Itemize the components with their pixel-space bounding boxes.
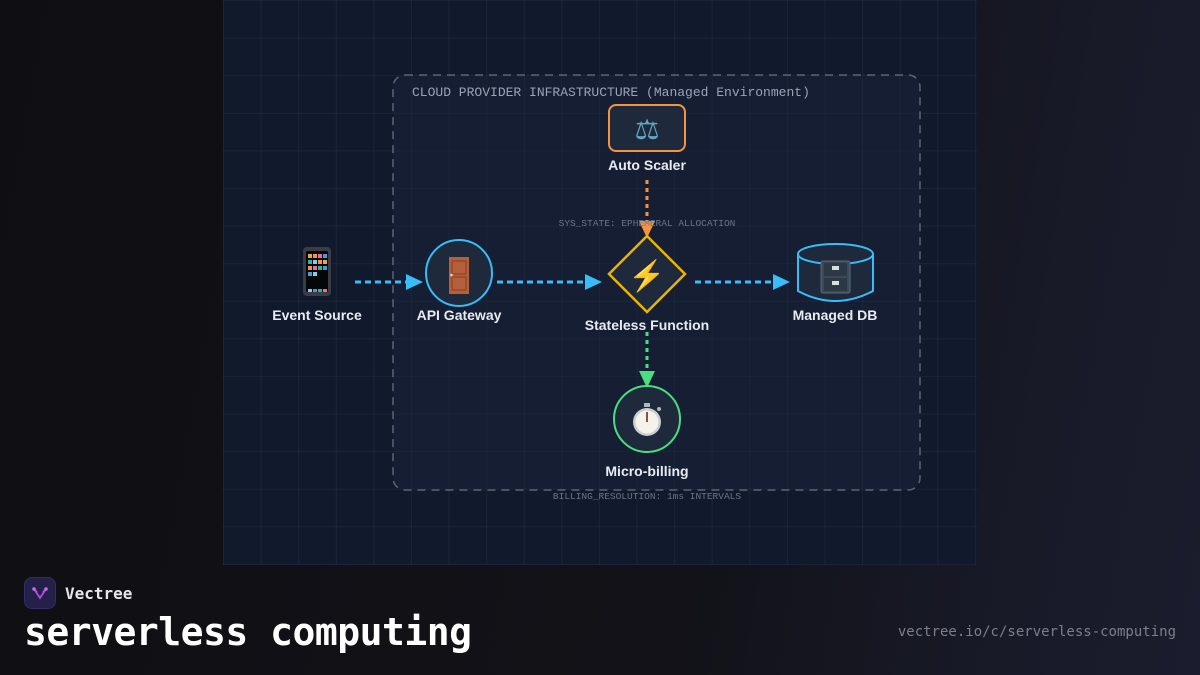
svg-text:API Gateway: API Gateway	[417, 307, 502, 323]
vectree-logo-icon	[32, 587, 48, 600]
svg-text:Auto Scaler: Auto Scaler	[608, 157, 686, 173]
arrow-scaler-to-function	[639, 180, 655, 238]
arrow-event-to-gateway	[355, 274, 423, 290]
door-icon	[449, 257, 469, 294]
svg-text:Event Source: Event Source	[272, 307, 362, 323]
arrow-function-to-billing	[639, 332, 655, 388]
node-stateless-function[interactable]: ⚡ Stateless Function	[585, 234, 709, 333]
brand-name: Vectree	[65, 583, 133, 603]
node-api-gateway[interactable]: API Gateway	[417, 239, 502, 323]
file-cabinet-icon	[820, 260, 851, 294]
node-auto-scaler[interactable]: ⚖ Auto Scaler	[608, 104, 686, 173]
arrow-gateway-to-function	[497, 274, 602, 290]
balance-scale-icon: ⚖	[634, 114, 659, 145]
svg-text:Stateless Function: Stateless Function	[585, 317, 709, 333]
stopwatch-icon	[633, 403, 661, 436]
node-micro-billing[interactable]: Micro-billing	[605, 385, 689, 479]
sys-state-note: SYS_STATE: EPHEMERAL ALLOCATION	[559, 218, 736, 229]
svg-text:Micro-billing: Micro-billing	[605, 463, 688, 479]
page-url[interactable]: vectree.io/c/serverless-computing	[897, 624, 1176, 640]
arrow-function-to-db	[695, 274, 790, 290]
lightning-icon: ⚡	[628, 258, 665, 294]
node-event-source[interactable]: Event Source	[272, 247, 362, 323]
svg-text:Managed DB: Managed DB	[793, 307, 878, 323]
billing-note: BILLING_RESOLUTION: 1ms INTERVALS	[553, 491, 741, 502]
mobile-phone-icon	[303, 247, 331, 296]
vectree-logo	[24, 577, 56, 609]
page-title: serverless computing	[24, 610, 472, 654]
node-managed-db[interactable]: Managed DB	[793, 243, 878, 323]
brand: Vectree	[24, 577, 132, 609]
container-title: CLOUD PROVIDER INFRASTRUCTURE (Managed E…	[412, 85, 810, 100]
